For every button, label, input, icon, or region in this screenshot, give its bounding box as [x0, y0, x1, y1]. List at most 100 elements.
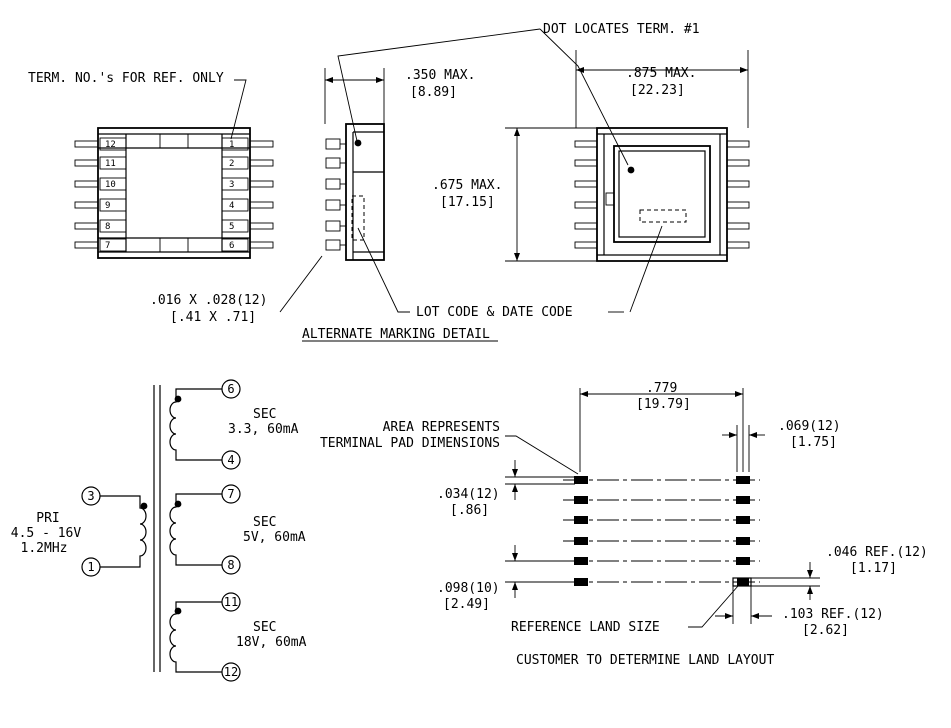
dot-leader-front	[539, 28, 629, 166]
pin-size-in: .016 X .028(12)	[150, 293, 267, 308]
land-height-in: .046 REF.(12)	[826, 545, 928, 560]
pin-3-label: 3	[87, 489, 94, 503]
side-view-pins	[325, 138, 346, 251]
width-dim-mm: [22.23]	[630, 83, 685, 98]
side-pin	[325, 199, 341, 211]
sec2-label: SEC	[253, 515, 276, 530]
reference-land-note: REFERENCE LAND SIZE	[511, 620, 660, 635]
top-right-pin-number: 1	[229, 140, 234, 150]
front-right-pin	[726, 222, 750, 230]
top-left-pin-number: 11	[105, 159, 116, 169]
sec1-pin-bottom: 4	[227, 453, 234, 467]
alt-marking-box	[351, 195, 365, 241]
area-note-2: TERMINAL PAD DIMENSIONS	[320, 436, 500, 451]
top-right-pin	[249, 159, 274, 167]
front-right-pin	[726, 140, 750, 148]
primary-label: PRI	[36, 511, 59, 526]
top-right-pin	[249, 241, 274, 249]
pad-width-in: .069(12)	[778, 419, 841, 434]
land-width-in: .103 REF.(12)	[782, 607, 884, 622]
length-dim-mm: [17.15]	[440, 195, 495, 210]
top-left-pin	[74, 159, 99, 167]
top-right-pin-box	[221, 198, 249, 212]
pin-1-circle	[81, 557, 101, 577]
sec2-pin-top: 7	[227, 487, 234, 501]
area-note-1: AREA REPRESENTS	[383, 420, 500, 435]
area-leader	[505, 435, 579, 475]
pin-3-circle	[81, 486, 101, 506]
front-lot-box	[639, 209, 687, 223]
top-left-pin	[74, 241, 99, 249]
side-view-body	[345, 123, 385, 261]
sec1-rating: 3.3, 60mA	[228, 422, 299, 437]
land-pad-right	[736, 516, 750, 524]
front-view: .875 MAX. [22.23] .675 MAX. [17.15]	[432, 50, 750, 313]
side-pin	[325, 157, 341, 169]
top-left-pin-box	[99, 177, 127, 191]
top-right-pin-box	[221, 238, 249, 252]
pin-size-leader	[279, 255, 323, 313]
sec1-pin-top: 6	[227, 382, 234, 396]
land-pad-right	[736, 476, 750, 484]
top-left-pin-box	[99, 137, 127, 151]
top-left-pin-number: 9	[105, 201, 110, 211]
top-left-pin-number: 8	[105, 222, 110, 232]
top-right-pin-box	[221, 219, 249, 233]
land-height-mm: [1.17]	[850, 561, 897, 576]
top-right-pin-number: 4	[229, 201, 234, 211]
top-left-pin-number: 12	[105, 140, 116, 150]
land-pad-rows	[563, 476, 760, 586]
pitch-in: .098(10)	[437, 581, 500, 596]
pin-1-label: 1	[87, 560, 94, 574]
top-right-pin-number: 2	[229, 159, 234, 169]
top-right-pin-box	[221, 177, 249, 191]
land-pad-left	[574, 537, 588, 545]
side-view: .350 MAX. [8.89] .016 X .028(12) [.41 X …	[150, 68, 624, 342]
lot-code-leader-right	[629, 225, 663, 313]
pad-width-mm: [1.75]	[790, 435, 837, 450]
top-left-pin-box	[99, 238, 127, 252]
dot-leader-side	[337, 28, 541, 142]
term-ref-leader	[230, 79, 247, 140]
top-left-pin	[74, 180, 99, 188]
top-left-pin-box	[99, 156, 127, 170]
height-dim-in: .350 MAX.	[405, 68, 475, 83]
top-left-pin-box	[99, 198, 127, 212]
top-view-body	[97, 127, 251, 259]
side-pin	[325, 239, 341, 251]
lot-code-leader-left	[357, 227, 410, 313]
front-right-pin	[726, 241, 750, 249]
front-left-pin	[574, 140, 598, 148]
sec3-pin-top: 11	[224, 595, 238, 609]
sec3-rating: 18V, 60mA	[236, 635, 307, 650]
front-left-pin	[574, 180, 598, 188]
top-right-pin	[249, 180, 274, 188]
height-dim-mm: [8.89]	[410, 85, 457, 100]
secondary-winding-1: 6 4 SEC 3.3, 60mA	[169, 379, 299, 470]
top-right-pin-number: 3	[229, 180, 234, 190]
land-pad-right	[736, 537, 750, 545]
land-pad-left	[574, 476, 588, 484]
front-left-pin	[574, 159, 598, 167]
land-pad-right	[736, 496, 750, 504]
secondary-winding-2: 7 8 SEC 5V, 60mA	[169, 484, 306, 575]
top-left-pin	[74, 222, 99, 230]
land-pad-right	[737, 578, 749, 586]
length-dim-in: .675 MAX.	[432, 178, 502, 193]
span-dim-in: .779	[646, 381, 677, 396]
sec2-pin-bottom: 8	[227, 558, 234, 572]
pin1-dot	[354, 139, 362, 147]
width-dim-in: .875 MAX.	[626, 66, 696, 81]
top-right-pin-number: 6	[229, 241, 234, 251]
pad-height-mm: [.86]	[450, 503, 489, 518]
top-right-pin	[249, 222, 274, 230]
top-left-pin-number: 7	[105, 241, 110, 251]
sec3-pin-bottom: 12	[224, 665, 238, 679]
land-pad-left	[574, 496, 588, 504]
land-width-mm: [2.62]	[802, 623, 849, 638]
sec1-label: SEC	[253, 407, 276, 422]
sec2-rating: 5V, 60mA	[243, 530, 306, 545]
lot-code-note: LOT CODE & DATE CODE	[416, 305, 573, 320]
